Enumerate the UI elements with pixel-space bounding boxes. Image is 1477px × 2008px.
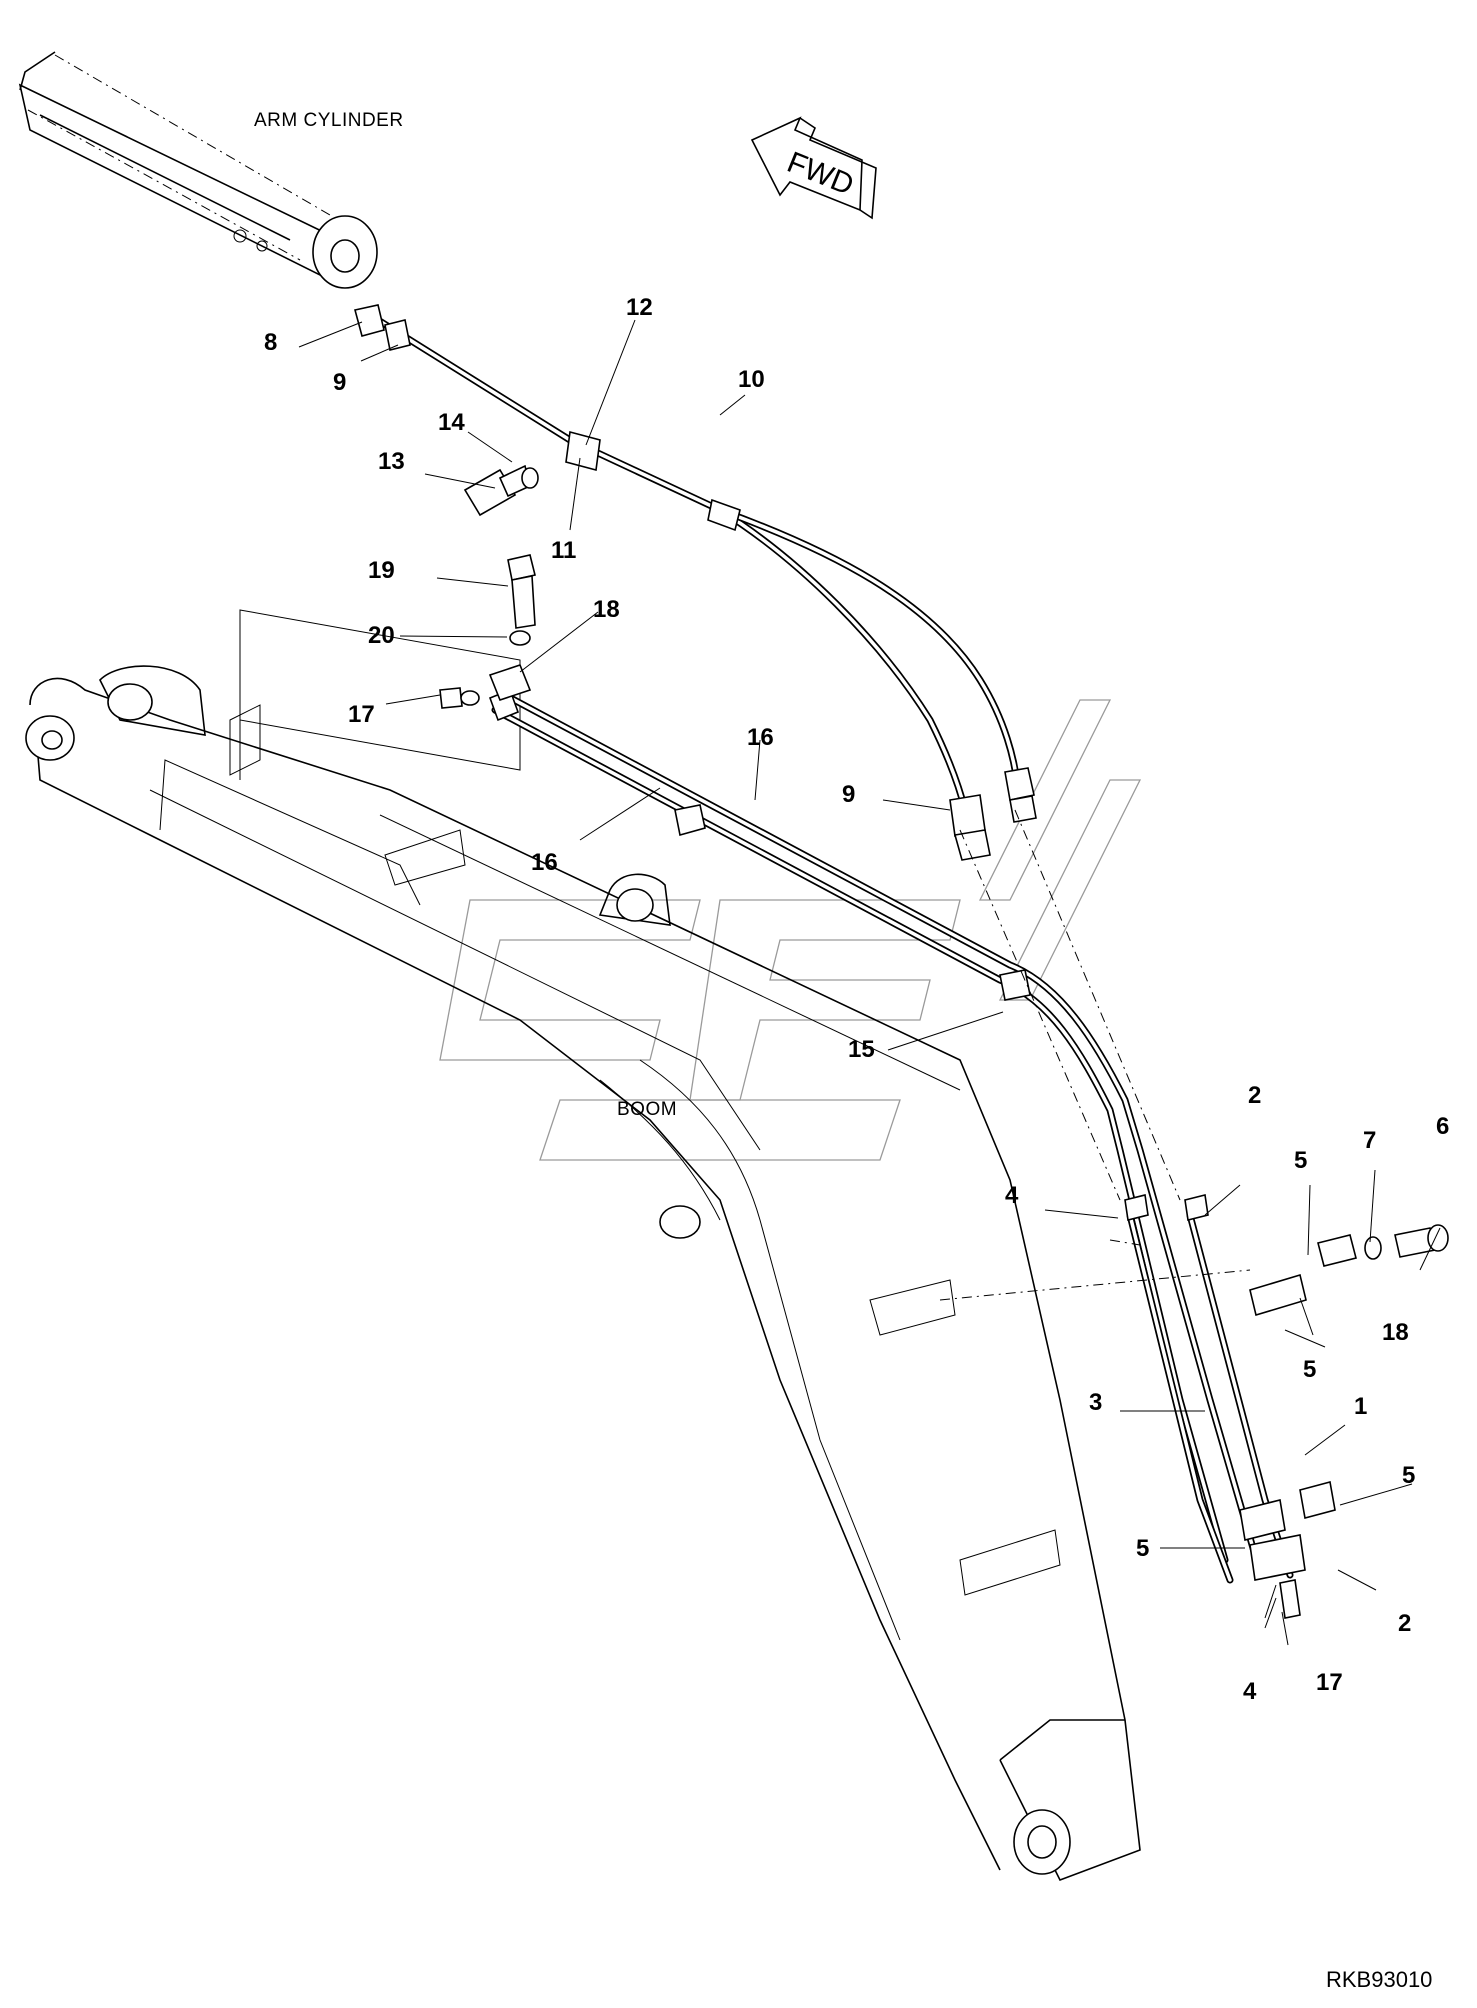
drawing-reference: RKB93010 xyxy=(1326,1967,1432,1992)
callout-19: 19 xyxy=(368,557,395,584)
arm-cylinder xyxy=(18,51,378,289)
callout-17-lower: 17 xyxy=(1316,1669,1343,1696)
callout-7: 7 xyxy=(1363,1127,1376,1154)
callout-5-left: 5 xyxy=(1136,1535,1149,1562)
lower-pipes xyxy=(488,688,1336,1584)
leader-lines xyxy=(298,319,1441,1646)
phantom-panel xyxy=(239,609,521,771)
callout-16-upper: 16 xyxy=(747,724,774,751)
callout-1: 1 xyxy=(1354,1393,1367,1420)
boom-label: BOOM xyxy=(617,1099,677,1120)
watermark-logo xyxy=(439,699,1142,1161)
callout-15: 15 xyxy=(848,1036,875,1063)
callout-3: 3 xyxy=(1089,1389,1102,1416)
callout-18-lower: 18 xyxy=(1382,1319,1409,1346)
bolt-19-washer-20 xyxy=(507,554,536,646)
callout-4-upper: 4 xyxy=(1005,1182,1019,1209)
callout-14: 14 xyxy=(438,409,465,436)
callout-5-mid: 5 xyxy=(1303,1356,1316,1383)
installation-lines xyxy=(939,809,1251,1301)
callout-17-upper: 17 xyxy=(348,701,375,728)
callout-5-right: 5 xyxy=(1402,1462,1415,1489)
forward-arrow-icon: FWD xyxy=(750,116,877,220)
arm-cylinder-label: ARM CYLINDER xyxy=(254,110,404,131)
callout-16-lower: 16 xyxy=(531,849,558,876)
upper-pipes xyxy=(354,304,1037,861)
callout-11: 11 xyxy=(551,537,576,564)
callout-20: 20 xyxy=(368,622,395,649)
callout-13: 13 xyxy=(378,448,405,475)
clamp-set-right xyxy=(1249,1224,1449,1619)
callout-9-upper: 9 xyxy=(333,369,346,396)
callout-2-upper: 2 xyxy=(1248,1082,1261,1109)
callout-4-lower: 4 xyxy=(1243,1678,1257,1705)
callout-9-lower: 9 xyxy=(842,781,855,808)
callout-12: 12 xyxy=(626,294,653,321)
bolt-13-washer-14 xyxy=(463,464,539,517)
callout-labels: 1 2 2 3 4 4 5 5 5 5 6 7 8 9 9 10 11 12 1… xyxy=(264,294,1449,1705)
callout-18-upper: 18 xyxy=(593,596,620,623)
callout-2-lower: 2 xyxy=(1398,1610,1411,1637)
callout-5-top: 5 xyxy=(1294,1147,1307,1174)
callout-6: 6 xyxy=(1436,1113,1449,1140)
callout-8: 8 xyxy=(264,329,277,356)
clamp-17-18 xyxy=(439,664,532,709)
callout-10: 10 xyxy=(738,366,765,393)
boom-structure xyxy=(25,665,1141,1882)
